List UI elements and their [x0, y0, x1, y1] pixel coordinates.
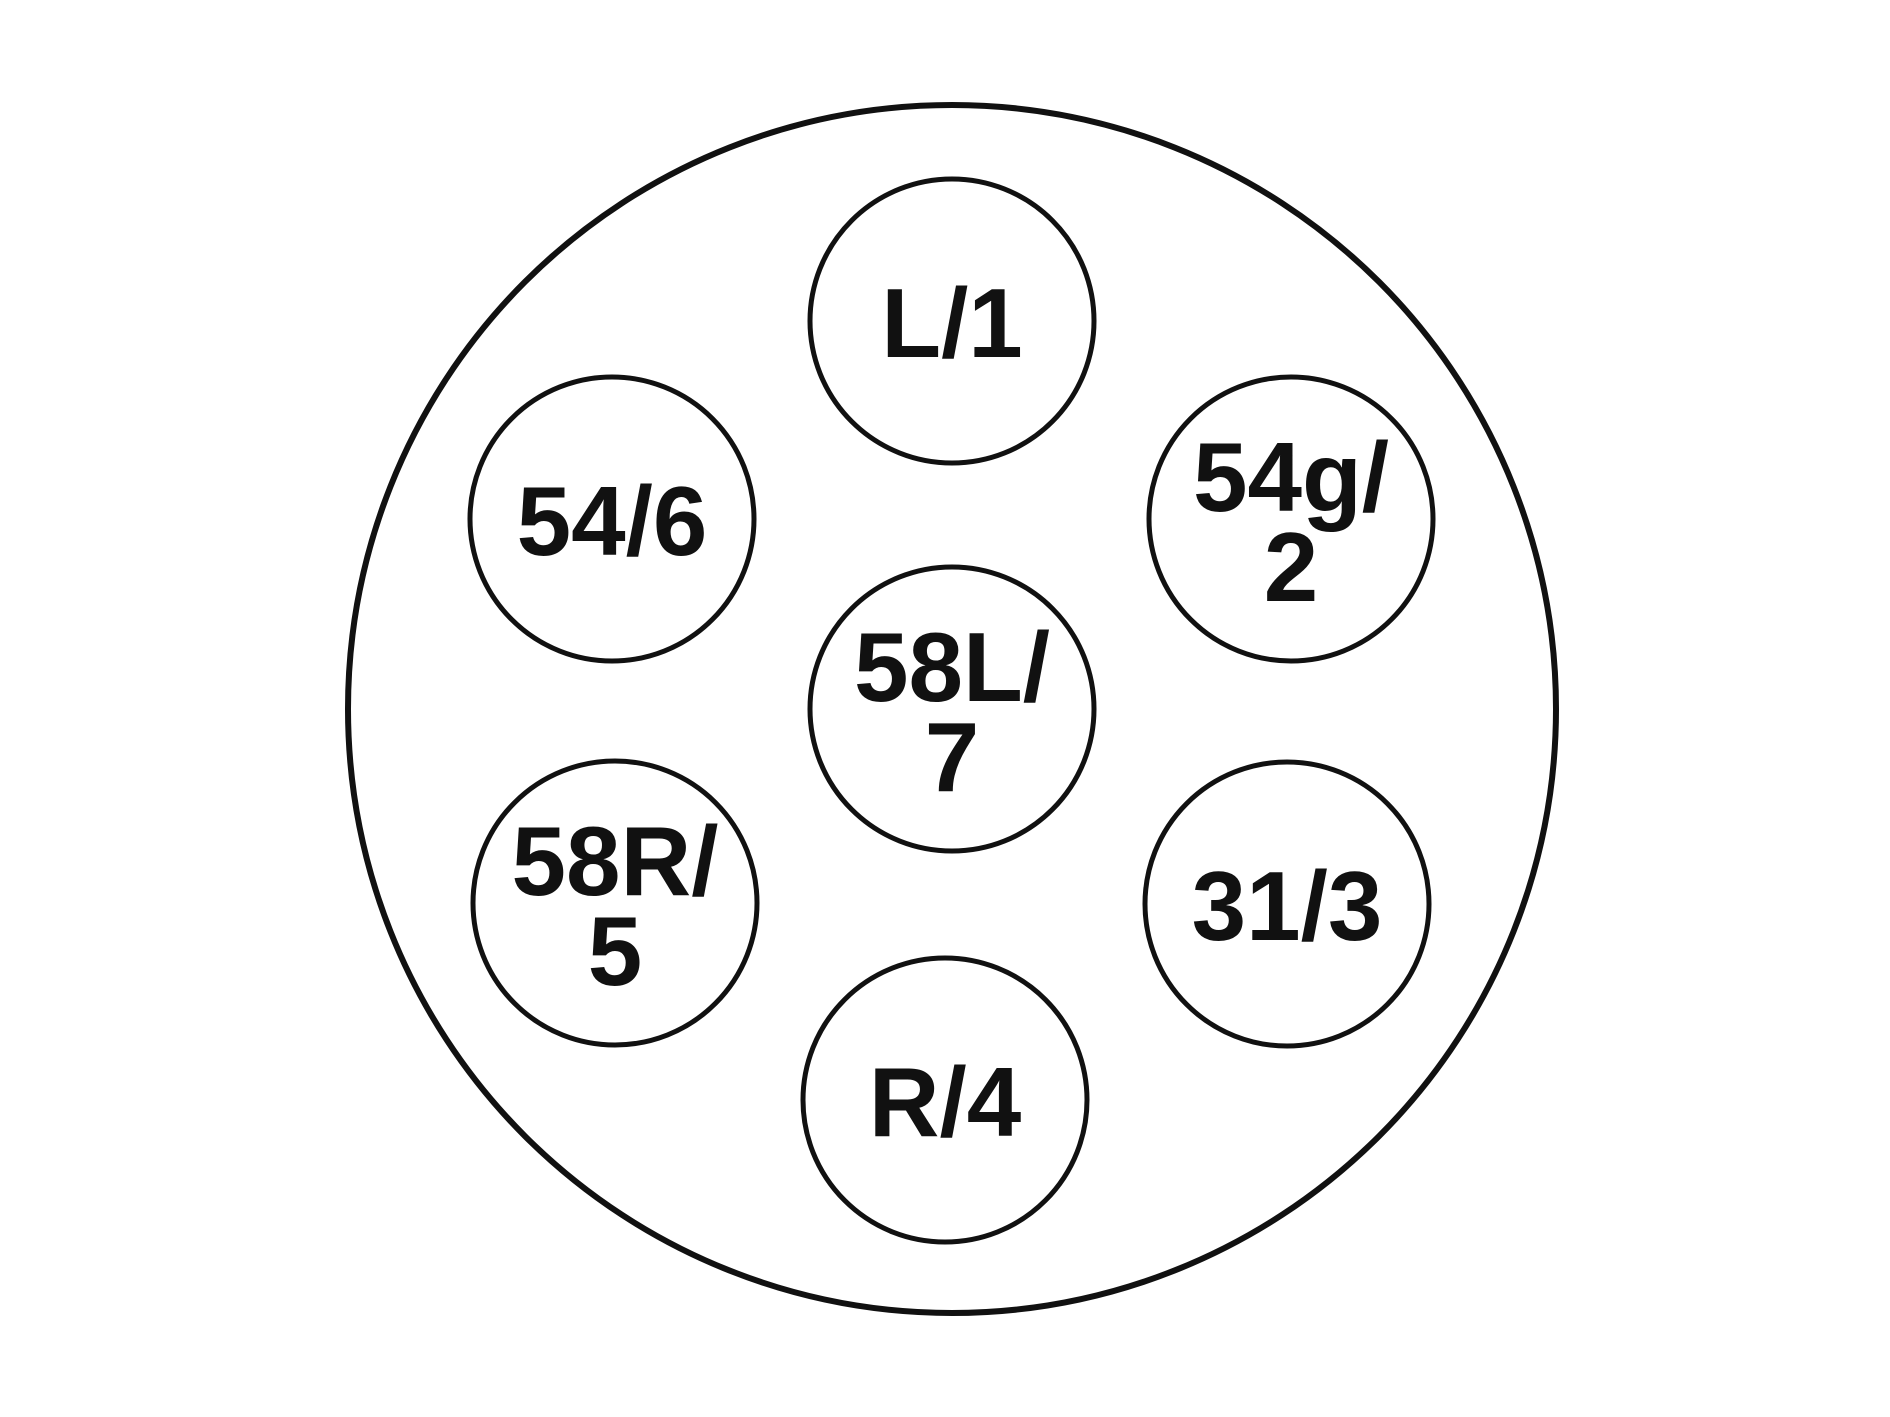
pin-circle	[1142, 759, 1432, 1049]
pin-circle	[1146, 374, 1436, 664]
pin-circle	[470, 758, 760, 1048]
pin-circle	[467, 374, 757, 664]
pin-label: 54g/	[1193, 422, 1389, 532]
pin-number: 5	[588, 896, 643, 1006]
pin-circle	[807, 564, 1097, 854]
pin-6: 54/6	[467, 374, 757, 664]
pin-3: 31/3	[1142, 759, 1432, 1049]
pin-1: L/1	[807, 176, 1097, 466]
pin-label: 54/6	[517, 466, 708, 576]
pin-number: 7	[925, 702, 980, 812]
connector-outline	[345, 102, 1559, 1316]
pin-5: 58R/5	[470, 758, 760, 1048]
pin-number: 2	[1264, 512, 1319, 622]
pin-label: L/1	[881, 268, 1023, 378]
pin-circle	[807, 176, 1097, 466]
pin-circle	[800, 955, 1090, 1245]
pin-label: R/4	[869, 1047, 1022, 1157]
pin-label: 31/3	[1192, 851, 1383, 961]
pin-label: 58R/	[511, 806, 718, 916]
pin-2: 54g/2	[1146, 374, 1436, 664]
pin-7: 58L/7	[807, 564, 1097, 854]
pin-4: R/4	[800, 955, 1090, 1245]
pin-label: 58L/	[854, 612, 1050, 722]
